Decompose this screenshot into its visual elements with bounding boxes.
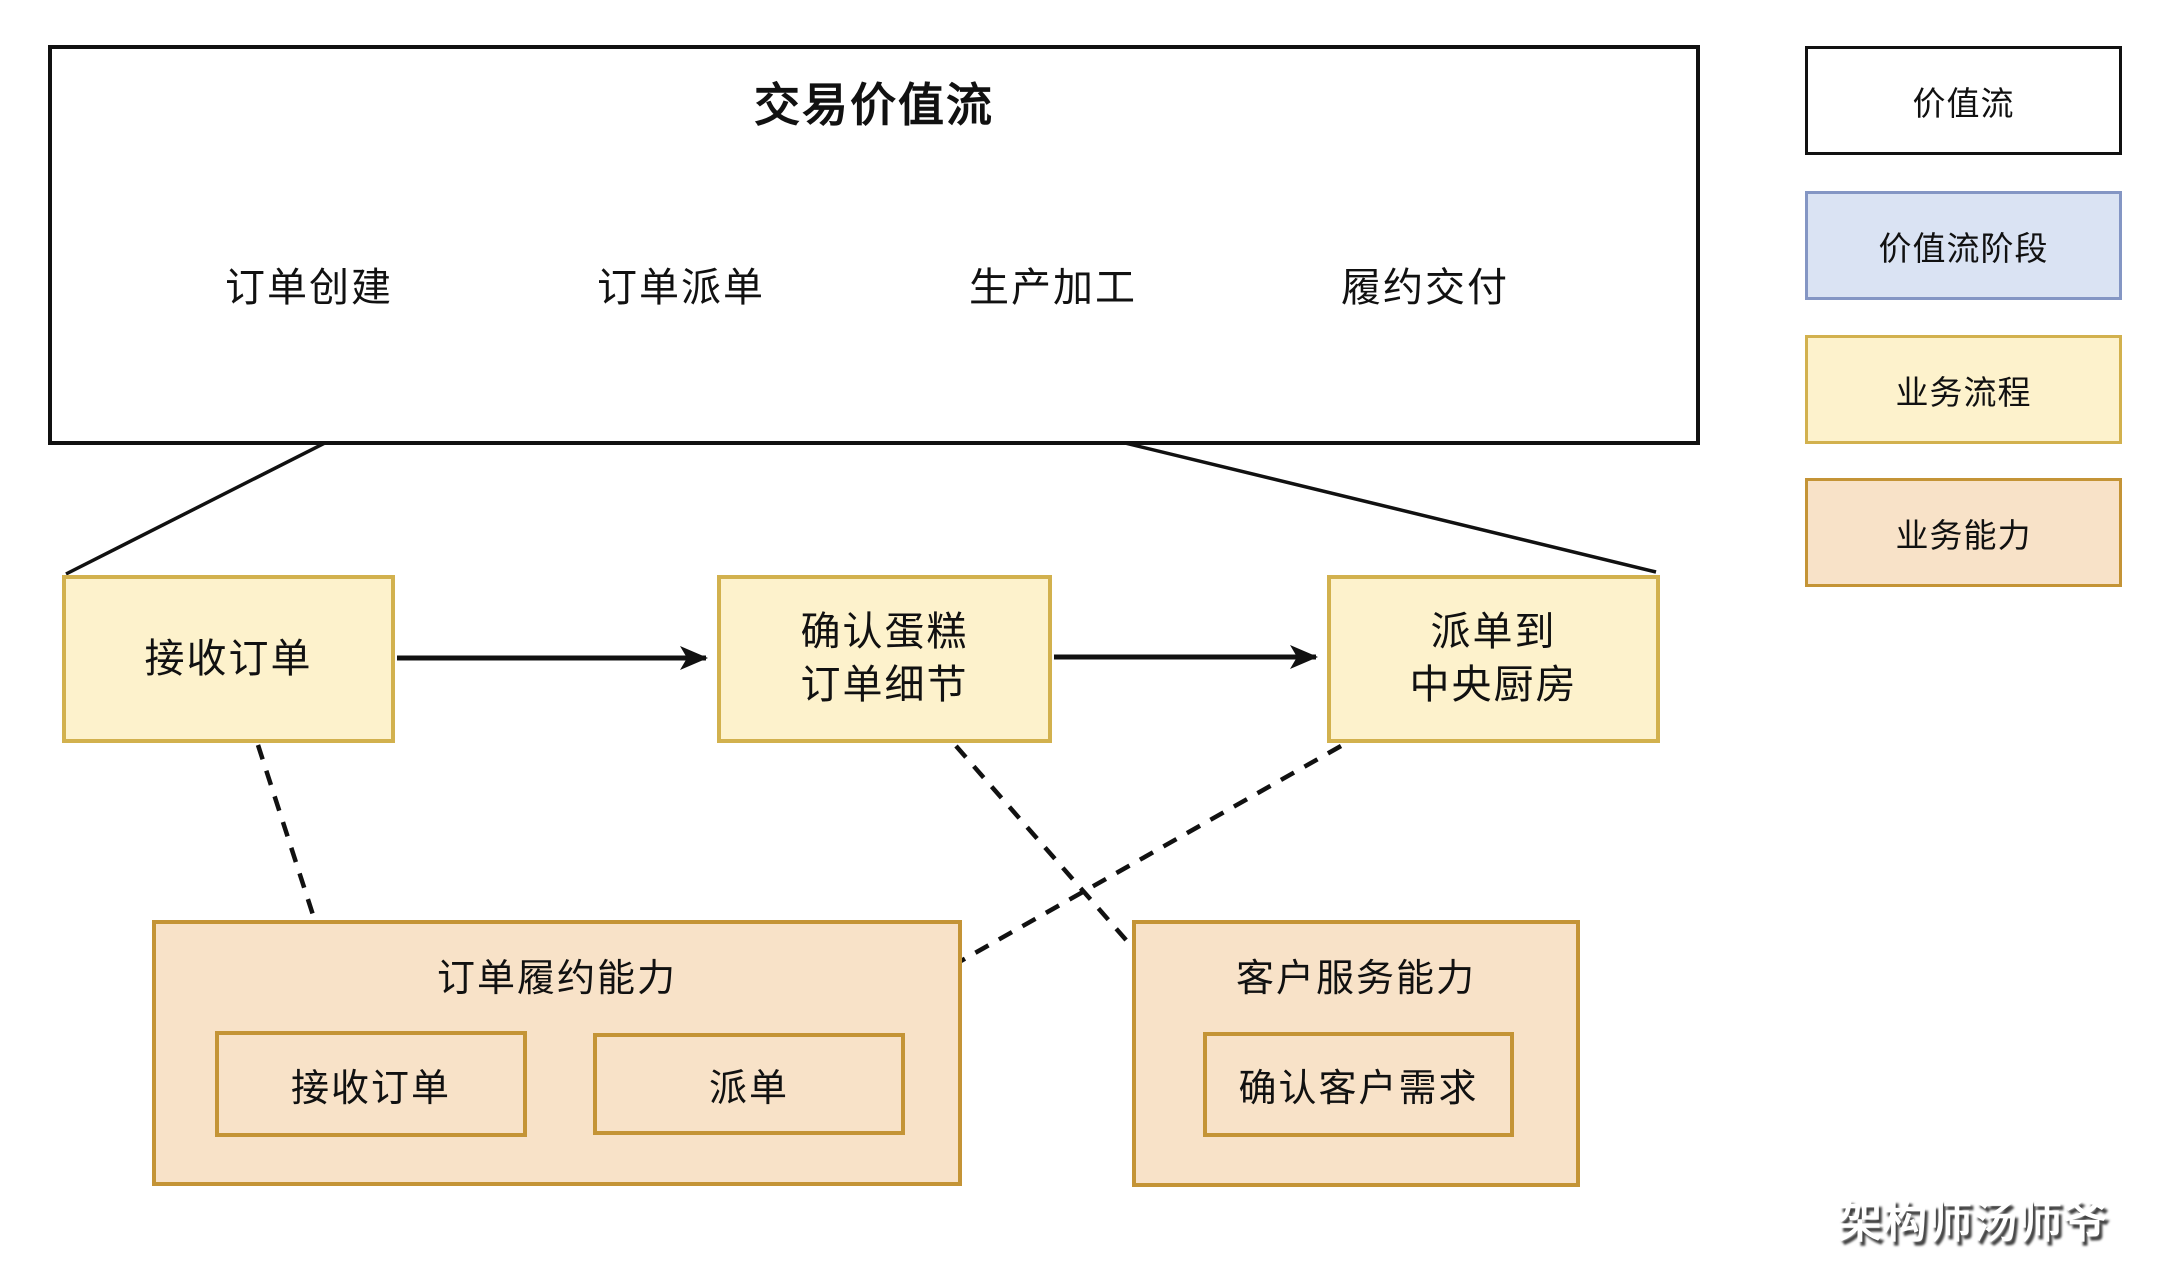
capability-box-confirm-customer-need: 确认客户需求 xyxy=(1203,1032,1514,1137)
legend-item-value-stream: 价值流 xyxy=(1805,46,2122,155)
process-label-line1: 派单到 xyxy=(1430,610,1557,655)
stage-label-production: 生产加工 xyxy=(969,265,1137,310)
process-label-line1: 确认蛋糕 xyxy=(800,610,969,655)
watermark-text: 架构师汤师爷 xyxy=(1838,1198,2108,1247)
stage-label-fulfillment: 履约交付 xyxy=(1341,265,1509,310)
stage-label-order-create: 订单创建 xyxy=(225,265,393,310)
legend-item-process: 业务流程 xyxy=(1805,335,2122,444)
process-box-confirm-cake-details: 确认蛋糕 订单细节 xyxy=(717,575,1052,743)
legend-item-stage: 价值流阶段 xyxy=(1805,191,2122,300)
process-label-line2: 订单细节 xyxy=(800,663,969,707)
capability-group-title-customer-service: 客户服务能力 xyxy=(1235,957,1476,1000)
process-label-line2: 中央厨房 xyxy=(1409,663,1578,707)
process-box-dispatch-central-kitchen: 派单到 中央厨房 xyxy=(1327,575,1660,743)
value-stream-title: 交易价值流 xyxy=(754,79,994,131)
process-box-receive-order: 接收订单 xyxy=(62,575,395,743)
legend-item-capability: 业务能力 xyxy=(1805,478,2122,587)
value-stream-container xyxy=(48,45,1700,445)
mapping-arrow-receive-order xyxy=(255,744,351,1022)
capability-group-title-order-fulfillment: 订单履约能力 xyxy=(436,957,677,1000)
capability-box-receive-order: 接收订单 xyxy=(215,1031,527,1137)
process-label: 接收订单 xyxy=(144,636,313,681)
stage-label-order-dispatch: 订单派单 xyxy=(597,265,765,310)
capability-box-dispatch: 派单 xyxy=(593,1033,905,1135)
